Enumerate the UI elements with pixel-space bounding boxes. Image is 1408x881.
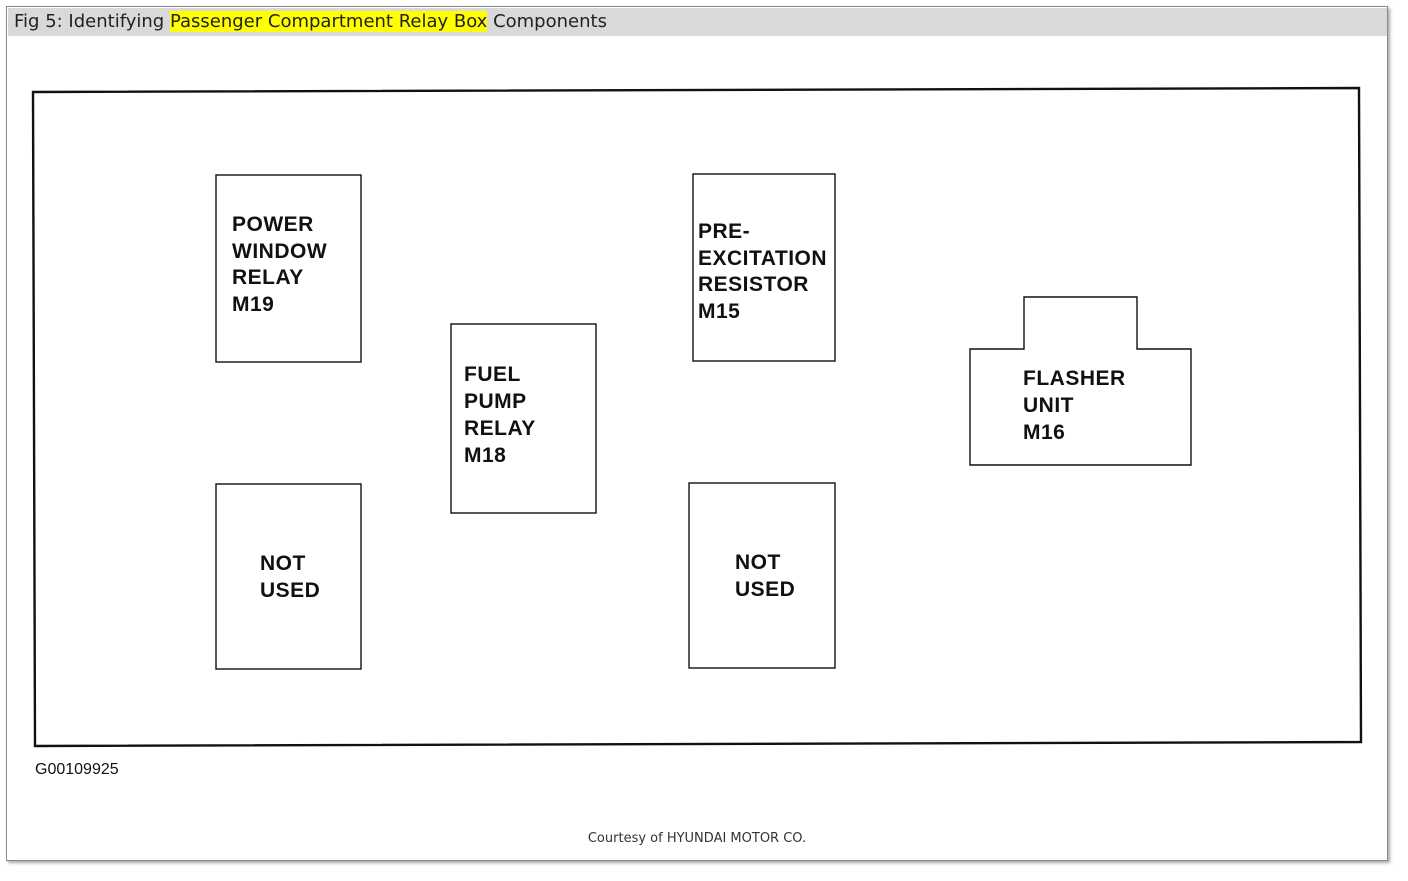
fuel-pump-relay-line-3: RELAY	[464, 417, 536, 440]
figure-title: Fig 5: Identifying Passenger Compartment…	[8, 8, 1387, 36]
fuel-pump-relay-line-1: FUEL	[464, 363, 521, 386]
power-window-relay-line-2: WINDOW	[232, 240, 327, 263]
not-used-right-box	[688, 482, 836, 669]
not-used-right: NOT USED	[688, 482, 836, 669]
courtesy-caption: Courtesy of HYUNDAI MOTOR CO.	[587, 831, 807, 846]
relay-box-diagram: POWER WINDOW RELAY M19 NOT USED FUEL PUM…	[31, 86, 1363, 778]
fuel-pump-relay: FUEL PUMP RELAY M18	[450, 323, 597, 514]
fuel-pump-relay-code: M18	[464, 444, 506, 467]
pre-excitation-resistor-code: M15	[698, 300, 740, 323]
power-window-relay: POWER WINDOW RELAY M19	[215, 174, 362, 363]
not-used-left-line-1: NOT	[260, 552, 306, 575]
flasher-unit-code: M16	[1023, 421, 1065, 444]
title-highlight: Passenger Compartment Relay Box	[169, 11, 488, 32]
flasher-unit-box	[969, 296, 1192, 466]
pre-excitation-resistor-line-2: EXCITATION	[698, 247, 827, 270]
graphic-code: G00109925	[35, 761, 119, 778]
pre-excitation-resistor-line-1: PRE-	[698, 220, 750, 243]
pre-excitation-resistor-box	[692, 173, 836, 362]
not-used-left-line-2: USED	[260, 579, 320, 602]
fuel-pump-relay-line-2: PUMP	[464, 390, 527, 413]
fuel-pump-relay-box	[450, 323, 597, 514]
power-window-relay-line-3: RELAY	[232, 266, 304, 289]
not-used-right-line-2: USED	[735, 578, 795, 601]
pre-excitation-resistor-line-3: RESISTOR	[698, 273, 809, 296]
power-window-relay-box	[215, 174, 362, 363]
power-window-relay-code: M19	[232, 293, 274, 316]
power-window-relay-line-1: POWER	[232, 213, 314, 236]
pre-excitation-resistor: PRE- EXCITATION RESISTOR M15	[692, 173, 836, 362]
title-prefix: Fig 5: Identifying	[14, 11, 170, 32]
flasher-unit-line-1: FLASHER	[1023, 367, 1126, 390]
title-suffix: Components	[487, 11, 607, 32]
relay-box-outline	[31, 86, 1363, 748]
not-used-left-box	[215, 483, 362, 670]
not-used-left: NOT USED	[215, 483, 362, 670]
figure-frame: Fig 5: Identifying Passenger Compartment…	[6, 6, 1388, 861]
flasher-unit-line-2: UNIT	[1023, 394, 1074, 417]
flasher-unit: FLASHER UNIT M16	[969, 296, 1192, 466]
not-used-right-line-1: NOT	[735, 551, 781, 574]
